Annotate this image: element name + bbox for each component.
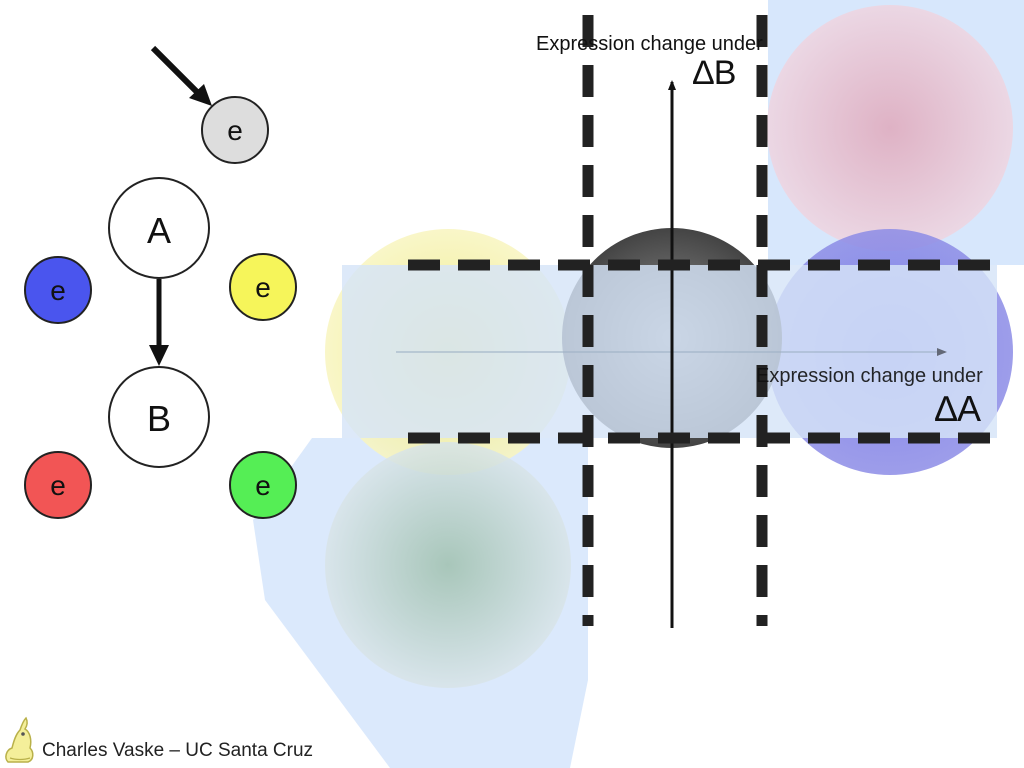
node-b	[108, 366, 210, 468]
y-axis-symbol: ∆B	[693, 54, 736, 92]
x-axis-title: Expression change under	[756, 365, 983, 387]
error-node-a-right-label: e	[255, 272, 271, 303]
error-node-input	[201, 96, 269, 164]
edge-a-to-b-head	[149, 345, 169, 366]
error-node-a-left-label: e	[50, 275, 66, 306]
node-b-label: B	[147, 398, 171, 439]
error-node-b-left	[24, 451, 92, 519]
node-a-label: A	[147, 210, 171, 251]
y-axis-title: Expression change under	[536, 33, 763, 55]
x-axis-symbol: ∆A	[935, 388, 981, 429]
error-node-a-left	[24, 256, 92, 324]
error-node-input-label: e	[227, 115, 243, 146]
error-node-b-right	[229, 451, 297, 519]
footer-credit: Charles Vaske – UC Santa Cruz	[42, 740, 314, 761]
cluster-bottom-left	[325, 442, 571, 688]
cluster-top-right	[767, 5, 1013, 251]
error-node-b-left-label: e	[50, 470, 66, 501]
slug-logo-icon	[5, 716, 34, 763]
input-arrow-head	[189, 84, 212, 106]
node-a	[108, 177, 210, 279]
error-node-b-right-label: e	[255, 470, 271, 501]
error-node-a-right	[229, 253, 297, 321]
input-arrow	[150, 45, 206, 101]
